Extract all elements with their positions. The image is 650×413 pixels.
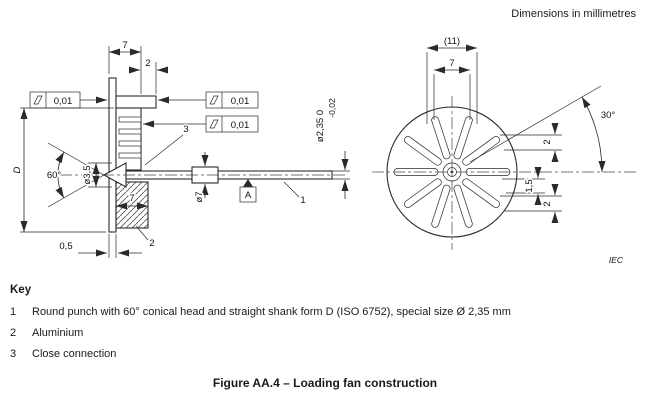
fan-slot	[431, 184, 451, 228]
key-item-text: Close connection	[32, 348, 117, 360]
right-view: (11) 7 30° 2	[372, 35, 638, 267]
dimensions-note: Dimensions in millimetres	[511, 8, 636, 20]
tolerance-value: 0,01	[231, 96, 250, 107]
dim-text: ø2,35 0	[315, 110, 326, 142]
hub-slot	[118, 116, 142, 123]
key-item-text: Aluminium	[32, 327, 84, 339]
callout-label: 3	[183, 124, 188, 135]
key-item-number: 1	[10, 306, 17, 318]
hub-slot	[118, 128, 142, 135]
dim-text: 60°	[47, 170, 62, 181]
key-section: Key 1 Round punch with 60° conical head …	[10, 284, 644, 369]
fan-slot	[404, 136, 442, 166]
key-heading: Key	[10, 284, 32, 296]
callouts: 1 2 3	[135, 123, 307, 251]
dim-text: ø7	[194, 191, 205, 202]
dim-rim-top: 2	[500, 123, 562, 162]
key-item: 2 Aluminium	[10, 327, 644, 339]
technical-drawing: 7 2 0,01 0,01	[11, 35, 638, 267]
dim-step: 2	[129, 57, 168, 94]
dim-wall-thickness: 0,5	[58, 234, 142, 258]
key-item: 3 Close connection	[10, 348, 644, 360]
dim-text: 0,5	[59, 241, 72, 252]
figure-caption: Figure AA.4 – Loading fan construction	[212, 376, 438, 390]
dim-text: 1,5	[524, 179, 535, 192]
fan-slot	[462, 136, 500, 166]
flatness-icon	[209, 95, 219, 105]
dim-text: 30°	[601, 110, 616, 121]
dim-boss-dia: ø7	[193, 152, 209, 204]
dim-text: (11)	[444, 36, 460, 47]
dim-tolerance-text: -0,02	[327, 98, 337, 118]
tolerance-value: 0,01	[54, 96, 73, 107]
flatness-icon	[33, 95, 43, 105]
dim-inner-span: 7	[433, 57, 471, 120]
fan-slots	[393, 116, 511, 228]
dim-text: D	[12, 166, 23, 173]
dim-D: D	[11, 107, 114, 233]
hub-slot	[118, 140, 142, 147]
dim-text: 7	[449, 58, 454, 69]
dim-axis-gap: 1,5	[502, 167, 545, 205]
tolerance-frame-right-top: 0,01	[158, 91, 259, 109]
fan-slot	[462, 178, 500, 208]
dim-block-width: 7	[116, 192, 148, 210]
key-item-number: 2	[10, 327, 17, 339]
flatness-icon	[209, 119, 219, 129]
datum-a: A	[239, 179, 257, 203]
dim-text: 2	[542, 139, 553, 144]
dim-top-width: 7	[108, 39, 142, 94]
key-item-number: 3	[10, 348, 17, 360]
fan-slot	[453, 184, 473, 228]
dim-shank-dia: ø2,35 0 -0,02	[314, 97, 350, 199]
callout-label: 2	[149, 238, 154, 249]
tolerance-value: 0,01	[231, 120, 250, 131]
key-item-text: Round punch with 60° conical head and st…	[32, 306, 511, 318]
dim-text: 2	[542, 201, 553, 206]
tolerance-frame-left: 0,01	[29, 91, 107, 109]
fan-slot	[404, 178, 442, 208]
tolerance-frame-right-bottom: 0,01	[143, 115, 259, 133]
dim-rim-bottom: 2	[500, 184, 562, 223]
dim-text: 2	[145, 58, 150, 69]
dim-hole-dia: ø3,5	[81, 162, 112, 188]
datum-label: A	[245, 190, 252, 201]
dim-text: ø3,5	[82, 165, 93, 184]
callout-label: 1	[300, 195, 305, 206]
datum-triangle-icon	[243, 179, 253, 187]
dim-outer-span: (11)	[426, 35, 478, 124]
iec-credit: IEC	[609, 255, 624, 265]
dim-text: 7	[129, 193, 134, 204]
hub-slot	[118, 152, 142, 159]
aluminium-block	[115, 181, 149, 229]
dim-text: 7	[122, 40, 127, 51]
dim-slot-angle: 30°	[469, 85, 617, 173]
key-item: 1 Round punch with 60° conical head and …	[10, 306, 644, 318]
top-flange	[115, 95, 157, 109]
mounting-wall	[108, 77, 117, 233]
left-view: 7 2 0,01 0,01	[11, 39, 350, 258]
